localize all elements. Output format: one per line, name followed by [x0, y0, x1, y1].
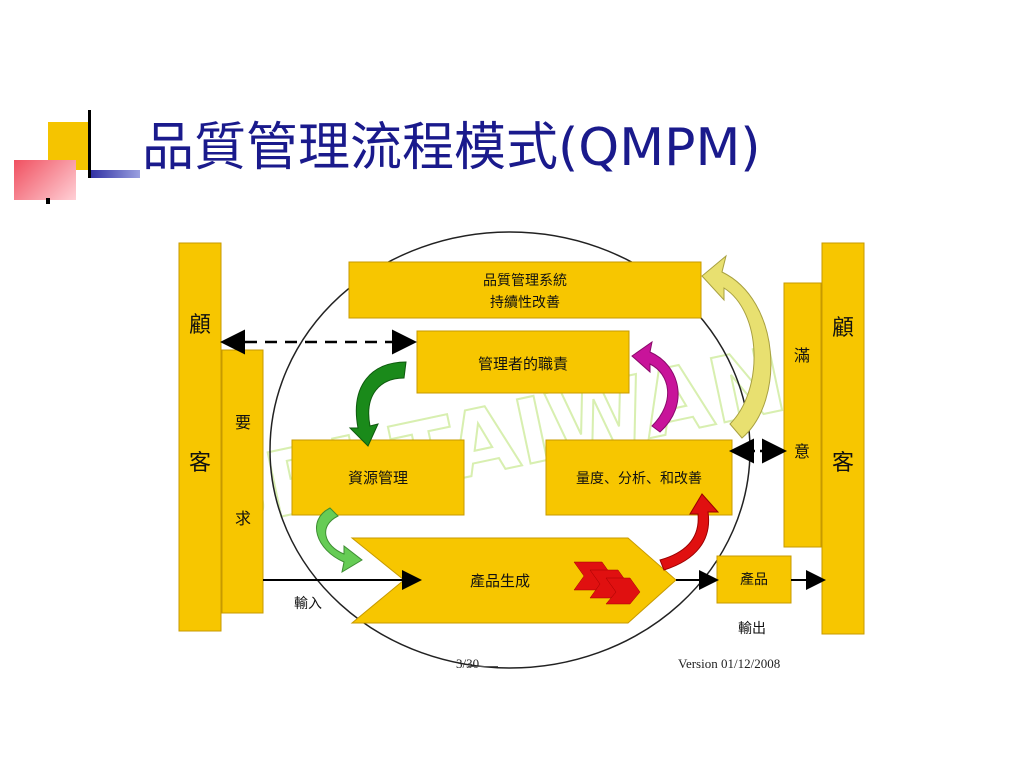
- decoration-dot: [46, 198, 50, 204]
- realization-label: 產品生成: [470, 572, 530, 590]
- satisfaction-box: [783, 282, 822, 548]
- green-curved-arrow: [348, 361, 407, 447]
- requirements-char-2: 求: [235, 509, 251, 528]
- light-green-curved-arrow: [315, 507, 363, 574]
- resource-box: [291, 439, 465, 516]
- decoration-vertical-line: [88, 110, 91, 178]
- requirements-char-1: 要: [235, 413, 251, 432]
- realization-red-arrows: [573, 561, 641, 605]
- customer-left-box: [178, 242, 222, 632]
- magenta-curved-arrow: [631, 340, 679, 433]
- output-label: 輸出: [738, 621, 766, 637]
- satisfaction-char-2: 意: [794, 442, 810, 461]
- satisfaction-char-1: 滿: [794, 346, 810, 365]
- customer-right-box: [821, 242, 865, 635]
- management-box: [416, 330, 630, 394]
- customer-left-char-2: 客: [189, 451, 211, 476]
- qms-box: [348, 261, 702, 319]
- customer-left-char-1: 顧: [189, 313, 211, 338]
- requirements-box: [221, 349, 264, 614]
- resource-label: 資源管理: [348, 469, 408, 487]
- measurement-label: 量度、分析、和改善: [576, 471, 702, 487]
- qms-line-1: 品質管理系統: [483, 273, 567, 289]
- slide-title: 品質管理流程模式(QMPM): [142, 118, 761, 178]
- page-number: 3/30: [456, 656, 480, 671]
- page-number-underline: [468, 666, 498, 667]
- decoration-blue-bar: [88, 170, 140, 178]
- decoration-red-square: [14, 160, 76, 200]
- red-curved-arrow: [659, 493, 720, 571]
- input-label: 輸入: [294, 596, 322, 612]
- customer-right-char-1: 顧: [832, 316, 854, 341]
- pale-yellow-curved-arrow: [701, 254, 772, 439]
- version-label: Version 01/12/2008: [678, 656, 781, 671]
- title-decoration: [14, 110, 144, 210]
- customer-right-char-2: 客: [832, 451, 854, 476]
- qms-line-2: 持續性改善: [490, 295, 560, 311]
- management-label: 管理者的職責: [478, 355, 568, 373]
- product-label: 產品: [740, 571, 768, 588]
